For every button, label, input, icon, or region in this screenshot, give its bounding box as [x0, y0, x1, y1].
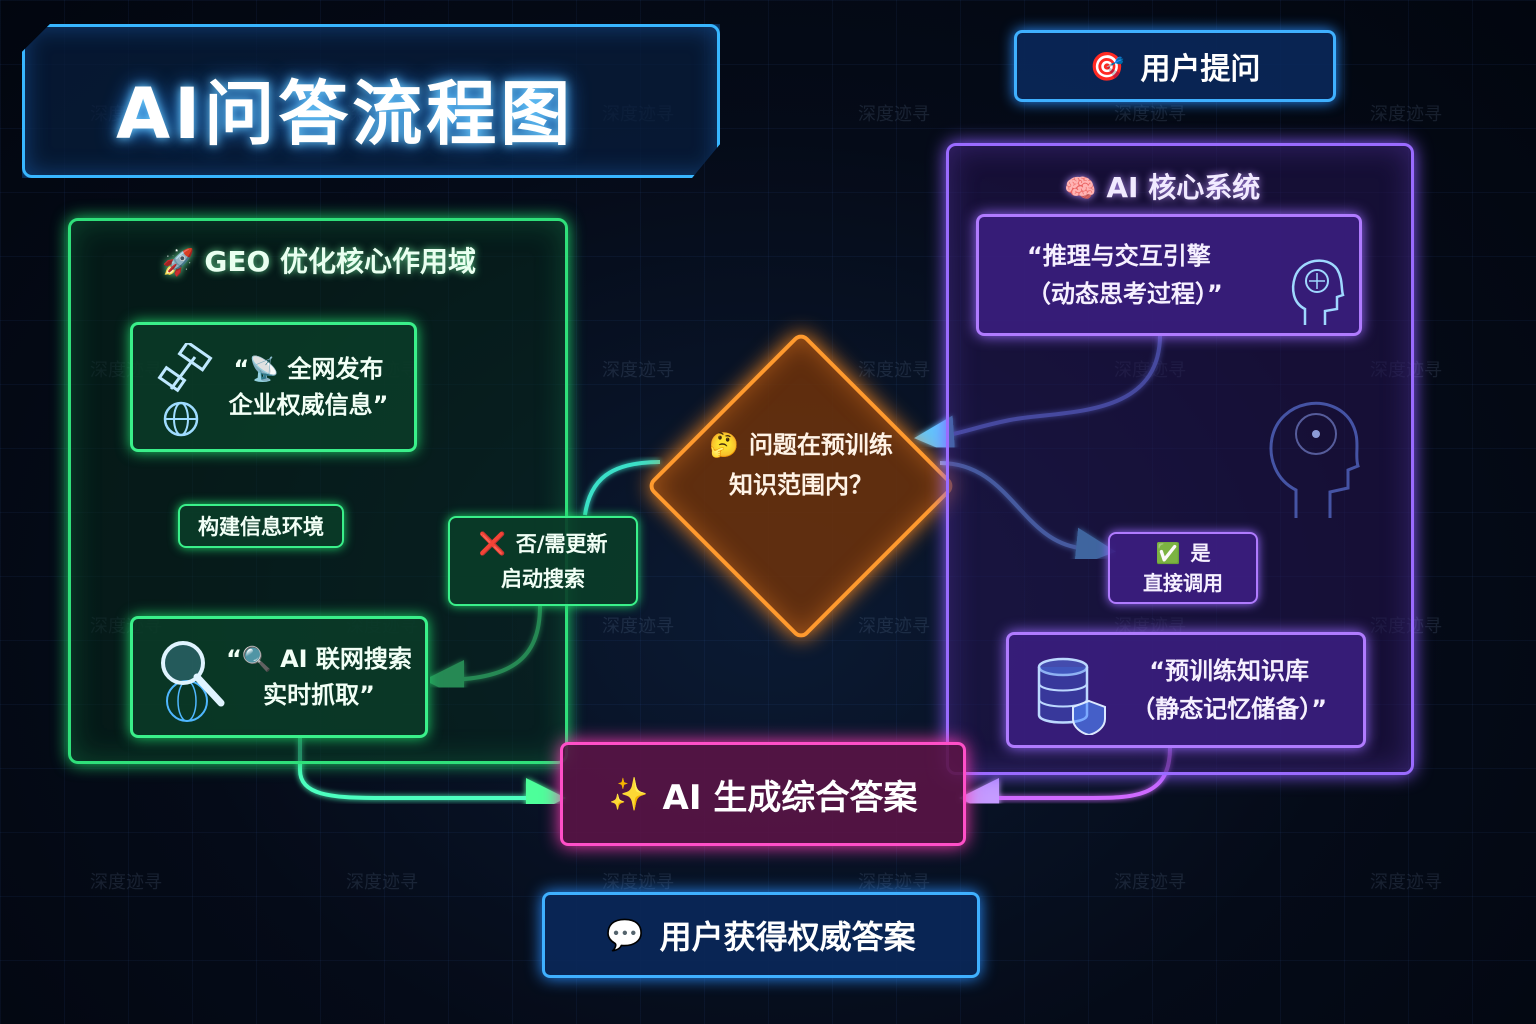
decision-line2: 知识范围内？: [729, 471, 873, 499]
watermark-text: 深度迹寻: [858, 872, 930, 893]
reasoning-engine-line1: “推理与交互引擎: [1027, 242, 1211, 270]
yes-branch-line2: 直接调用: [1143, 571, 1223, 595]
pretrained-kb-line2: （静态记忆储备）”: [1131, 695, 1327, 723]
watermark-text: 深度迹寻: [1114, 104, 1186, 125]
watermark-text: 深度迹寻: [858, 360, 930, 381]
brain-icon: 🧠: [1064, 174, 1097, 204]
check-icon: ✅: [1155, 541, 1181, 565]
ai-search-line2: 实时抓取”: [263, 681, 375, 709]
final-answer-label: 用户获得权威答案: [659, 918, 916, 956]
watermark-text: 深度迹寻: [858, 104, 930, 125]
database-shield-icon: [1037, 657, 1106, 735]
watermark-text: 深度迹寻: [602, 616, 674, 637]
cross-icon: ❌: [478, 531, 506, 557]
watermark-text: 深度迹寻: [602, 872, 674, 893]
publish-info-line2: 企业权威信息”: [228, 391, 389, 419]
sparkles-icon: ✨: [608, 775, 649, 813]
watermark-text: 深度迹寻: [602, 360, 674, 381]
watermark-text: 深度迹寻: [1370, 872, 1442, 893]
watermark-text: 深度迹寻: [858, 616, 930, 637]
pretrained-kb-line1: “预训练知识库: [1149, 657, 1309, 685]
no-branch-line1: 否/需更新: [515, 531, 608, 556]
geo-domain-title: 🚀 GEO 优化核心作用域: [162, 240, 476, 280]
watermark-text: 深度迹寻: [346, 872, 418, 893]
publish-info-node: “📡 全网发布 企业权威信息”: [130, 322, 417, 452]
ai-search-line1: “🔍 AI 联网搜索: [226, 645, 412, 673]
target-icon: 🎯: [1089, 49, 1125, 83]
geo-domain-title-text: GEO 优化核心作用域: [204, 245, 477, 278]
build-env-node: 构建信息环境: [178, 504, 344, 548]
link-search-to-generate: [298, 738, 566, 818]
decision-line1: 问题在预训练: [748, 431, 893, 459]
user-question-node: 🎯 用户提问: [1014, 30, 1336, 102]
generate-answer-label: AI 生成综合答案: [662, 777, 918, 818]
core-system-title-text: AI 核心系统: [1106, 171, 1261, 204]
yes-branch-node: ✅ 是 直接调用: [1108, 532, 1258, 604]
title-frame: [22, 24, 720, 178]
no-branch-line2: 启动搜索: [501, 566, 585, 591]
pretrained-kb-node: “预训练知识库 （静态记忆储备）”: [1006, 632, 1366, 748]
watermark-text: 深度迹寻: [1114, 872, 1186, 893]
speech-bubble-icon: 💬: [606, 917, 644, 953]
rocket-icon: 🚀: [162, 248, 195, 278]
magnifier-globe-icon: [161, 641, 225, 722]
user-question-label: 用户提问: [1140, 52, 1261, 87]
thinking-face-icon: 🤔: [709, 431, 739, 459]
watermark-text: 深度迹寻: [90, 872, 162, 893]
watermark-text: 深度迹寻: [1370, 104, 1442, 125]
core-system-title: 🧠 AI 核心系统: [1064, 166, 1260, 206]
link-decision-to-no: [583, 460, 661, 516]
ai-head-icon: [1291, 259, 1345, 325]
page-title: AI问答流程图: [116, 73, 575, 155]
no-branch-node: ❌ 否/需更新 启动搜索: [448, 516, 638, 606]
reasoning-engine-node: “推理与交互引擎 （动态思考过程）”: [976, 214, 1362, 336]
decision-text: 🤔 问题在预训练 知识范围内？: [666, 425, 936, 505]
final-answer-node: 💬 用户获得权威答案: [542, 892, 980, 978]
build-env-label: 构建信息环境: [198, 515, 324, 539]
publish-info-line1: “📡 全网发布: [233, 355, 384, 383]
reasoning-engine-line2: （动态思考过程）”: [1027, 280, 1223, 308]
ai-search-node: “🔍 AI 联网搜索 实时抓取”: [130, 616, 428, 738]
ai-profile-decoration-icon: [1269, 401, 1360, 518]
yes-branch-line1: 是: [1190, 541, 1211, 565]
generate-answer-node: ✨ AI 生成综合答案: [560, 742, 966, 846]
satellite-globe-icon: [157, 343, 213, 437]
